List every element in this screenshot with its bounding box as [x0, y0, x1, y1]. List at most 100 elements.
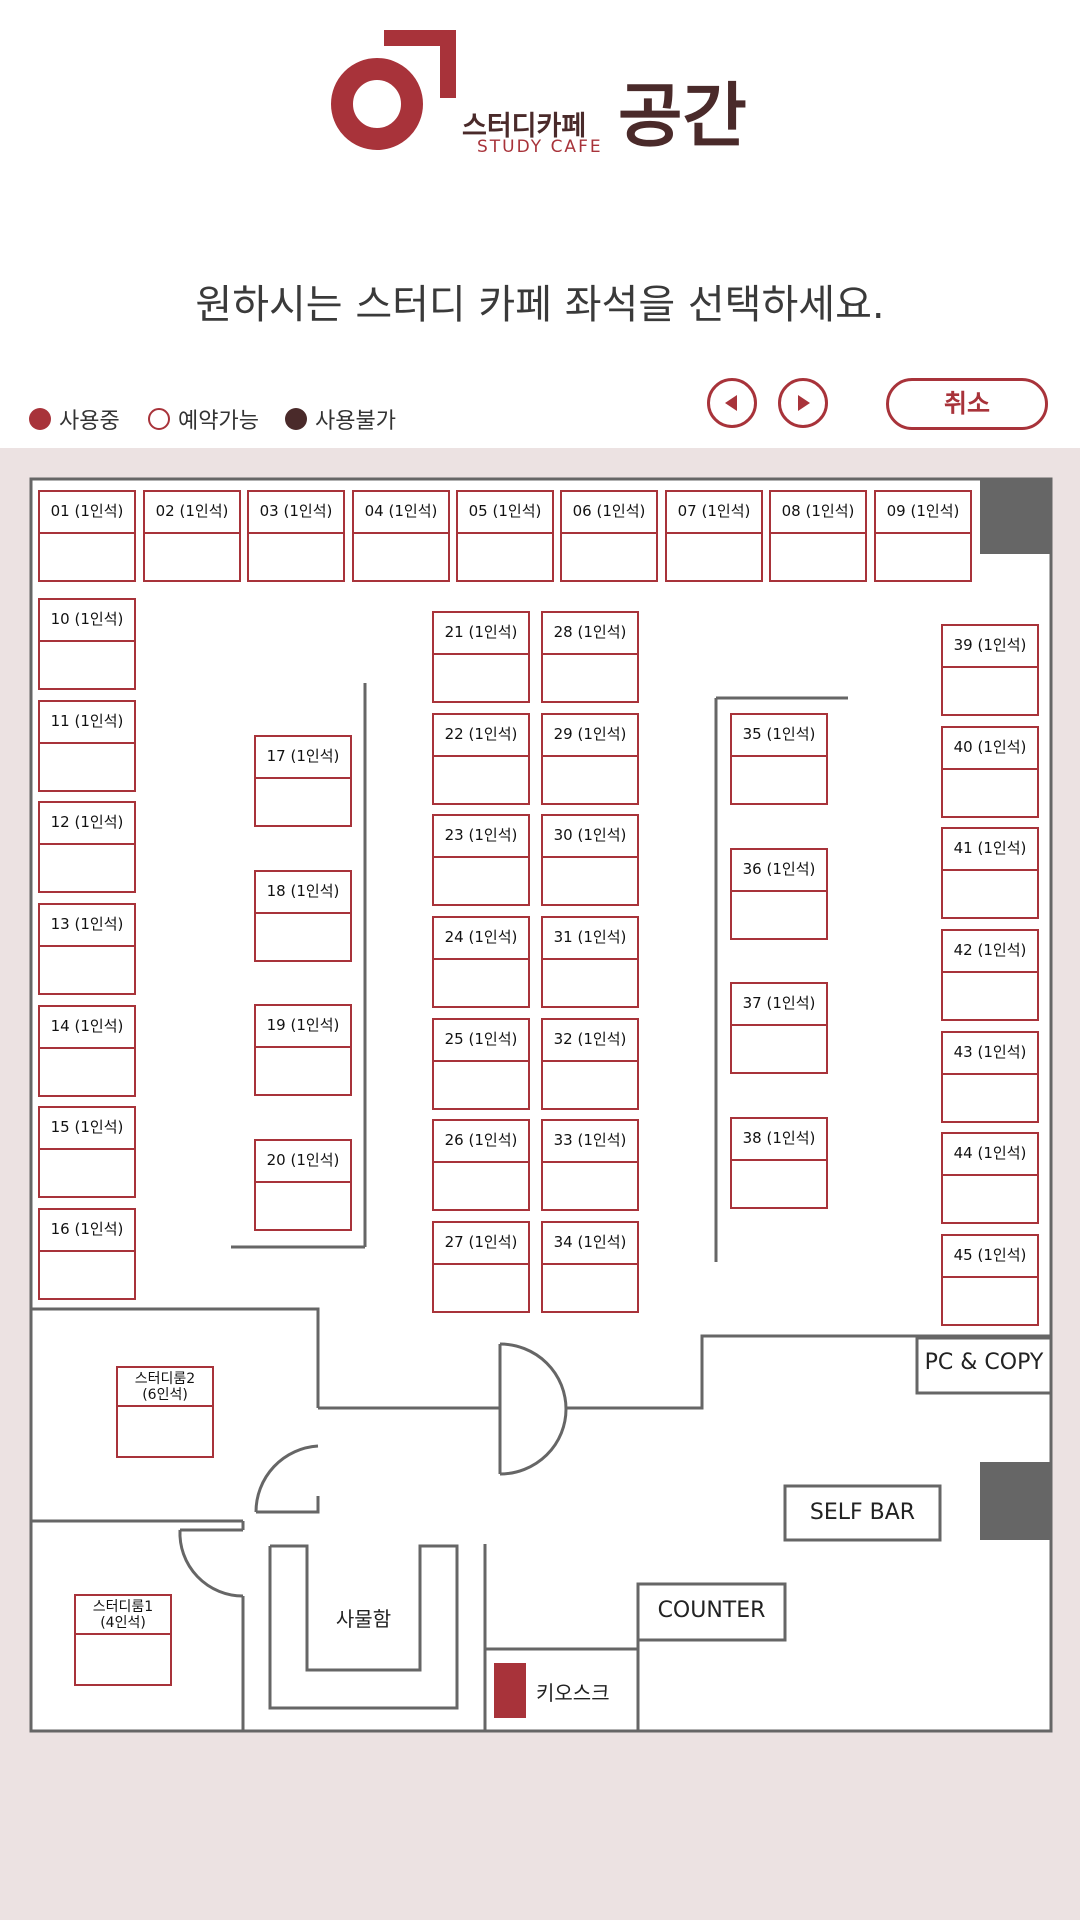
seat-40[interactable]: 40 (1인석) [941, 726, 1039, 818]
seat-12[interactable]: 12 (1인석) [38, 801, 136, 893]
seat-label: 28 (1인석) [543, 613, 637, 655]
instruction-text: 원하시는 스터디 카페 좌석을 선택하세요. [195, 282, 885, 328]
seat-label: 32 (1인석) [543, 1020, 637, 1062]
seat-29[interactable]: 29 (1인석) [541, 713, 639, 805]
seat-19[interactable]: 19 (1인석) [254, 1004, 352, 1096]
seat-label: 23 (1인석) [434, 816, 528, 858]
kiosk-label: 키오스크 [536, 1681, 610, 1705]
pc-copy-box [915, 1336, 1053, 1395]
seat-25[interactable]: 25 (1인석) [432, 1018, 530, 1110]
available-dot-icon [148, 408, 170, 430]
seat-label: 29 (1인석) [543, 715, 637, 757]
room-label: 스터디룸2 (6인석) [118, 1368, 212, 1407]
seat-label: 20 (1인석) [256, 1141, 350, 1183]
seat-24[interactable]: 24 (1인석) [432, 916, 530, 1008]
seat-21[interactable]: 21 (1인석) [432, 611, 530, 703]
seat-22[interactable]: 22 (1인석) [432, 713, 530, 805]
seat-37[interactable]: 37 (1인석) [730, 982, 828, 1074]
legend-unavailable-label: 사용불가 [315, 409, 396, 434]
seat-31[interactable]: 31 (1인석) [541, 916, 639, 1008]
seat-label: 21 (1인석) [434, 613, 528, 655]
seat-label: 35 (1인석) [732, 715, 826, 757]
seat-43[interactable]: 43 (1인석) [941, 1031, 1039, 1123]
seat-11[interactable]: 11 (1인석) [38, 700, 136, 792]
seat-39[interactable]: 39 (1인석) [941, 624, 1039, 716]
seat-27[interactable]: 27 (1인석) [432, 1221, 530, 1313]
seat-label: 26 (1인석) [434, 1121, 528, 1163]
door-arc [178, 1529, 244, 1598]
seat-05[interactable]: 05 (1인석) [456, 490, 554, 582]
seat-label: 11 (1인석) [40, 702, 134, 744]
locker-label: 사물함 [335, 1607, 392, 1631]
legend-available-label: 예약가능 [178, 409, 259, 434]
self-bar-box [783, 1484, 942, 1542]
room-label: 스터디룸1 (4인석) [76, 1596, 170, 1635]
seat-06[interactable]: 06 (1인석) [560, 490, 658, 582]
seat-04[interactable]: 04 (1인석) [352, 490, 450, 582]
seat-14[interactable]: 14 (1인석) [38, 1005, 136, 1097]
seat-label: 45 (1인석) [943, 1236, 1037, 1278]
seat-label: 41 (1인석) [943, 829, 1037, 871]
triangle-right-icon [798, 395, 810, 411]
legend-in-use-label: 사용중 [59, 409, 120, 434]
seat-28[interactable]: 28 (1인석) [541, 611, 639, 703]
seat-label: 07 (1인석) [667, 492, 761, 534]
room-wall [31, 1307, 320, 1408]
seat-13[interactable]: 13 (1인석) [38, 903, 136, 995]
seat-38[interactable]: 38 (1인석) [730, 1117, 828, 1209]
in-use-dot-icon [29, 408, 51, 430]
seat-label: 37 (1인석) [732, 984, 826, 1026]
seat-03[interactable]: 03 (1인석) [247, 490, 345, 582]
seat-07[interactable]: 07 (1인석) [665, 490, 763, 582]
triangle-left-icon [725, 395, 737, 411]
seat-label: 14 (1인석) [40, 1007, 134, 1049]
door-arc [254, 1444, 319, 1513]
study-room-1[interactable]: 스터디룸1 (4인석) [74, 1594, 172, 1686]
seat-36[interactable]: 36 (1인석) [730, 848, 828, 940]
header [0, 0, 1080, 448]
brand-english-name: STUDY CAFE [477, 137, 603, 157]
seat-08[interactable]: 08 (1인석) [769, 490, 867, 582]
seat-label: 16 (1인석) [40, 1210, 134, 1252]
seat-label: 25 (1인석) [434, 1020, 528, 1062]
seat-32[interactable]: 32 (1인석) [541, 1018, 639, 1110]
seat-label: 42 (1인석) [943, 931, 1037, 973]
seat-01[interactable]: 01 (1인석) [38, 490, 136, 582]
seat-label: 30 (1인석) [543, 816, 637, 858]
seat-label: 31 (1인석) [543, 918, 637, 960]
seat-45[interactable]: 45 (1인석) [941, 1234, 1039, 1326]
wall [566, 1334, 1051, 1410]
next-page-button[interactable] [778, 378, 828, 428]
seat-18[interactable]: 18 (1인석) [254, 870, 352, 962]
seat-02[interactable]: 02 (1인석) [143, 490, 241, 582]
seat-label: 18 (1인석) [256, 872, 350, 914]
seat-35[interactable]: 35 (1인석) [730, 713, 828, 805]
seat-23[interactable]: 23 (1인석) [432, 814, 530, 906]
seat-label: 44 (1인석) [943, 1134, 1037, 1176]
seat-30[interactable]: 30 (1인석) [541, 814, 639, 906]
seat-label: 09 (1인석) [876, 492, 970, 534]
seat-label: 40 (1인석) [943, 728, 1037, 770]
seat-label: 27 (1인석) [434, 1223, 528, 1265]
seat-09[interactable]: 09 (1인석) [874, 490, 972, 582]
seat-33[interactable]: 33 (1인석) [541, 1119, 639, 1211]
seat-label: 06 (1인석) [562, 492, 656, 534]
counter-label: COUNTER [657, 1598, 766, 1623]
cancel-button[interactable]: 취소 [886, 378, 1048, 430]
study-room-2[interactable]: 스터디룸2 (6인석) [116, 1366, 214, 1458]
seat-label: 39 (1인석) [943, 626, 1037, 668]
seat-15[interactable]: 15 (1인석) [38, 1106, 136, 1198]
seat-26[interactable]: 26 (1인석) [432, 1119, 530, 1211]
seat-41[interactable]: 41 (1인석) [941, 827, 1039, 919]
seat-10[interactable]: 10 (1인석) [38, 598, 136, 690]
seat-34[interactable]: 34 (1인석) [541, 1221, 639, 1313]
seat-20[interactable]: 20 (1인석) [254, 1139, 352, 1231]
seat-42[interactable]: 42 (1인석) [941, 929, 1039, 1021]
seat-44[interactable]: 44 (1인석) [941, 1132, 1039, 1224]
seat-17[interactable]: 17 (1인석) [254, 735, 352, 827]
self-bar-label: SELF BAR [809, 1500, 916, 1525]
seat-16[interactable]: 16 (1인석) [38, 1208, 136, 1300]
unavailable-dot-icon [285, 408, 307, 430]
prev-page-button[interactable] [707, 378, 757, 428]
